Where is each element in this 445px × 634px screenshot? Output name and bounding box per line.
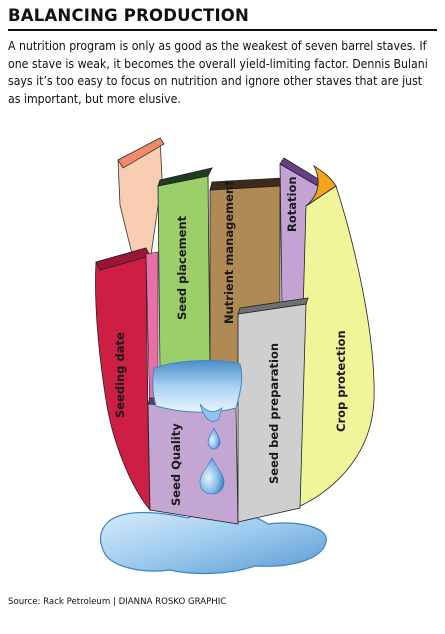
stave-seed-bed-preparation-rim bbox=[237, 297, 309, 315]
water-drop-icon bbox=[199, 457, 225, 495]
label-seed-bed-preparation: Seed bed preparation bbox=[267, 343, 281, 484]
stave-crop-protection-body bbox=[295, 185, 375, 509]
label-seeding-date: Seeding date bbox=[113, 332, 127, 418]
stave-seed-quality-body bbox=[147, 403, 239, 525]
title-rule bbox=[8, 29, 437, 31]
source-credit: Source: Rack Petroleum | DIANNA ROSKO GR… bbox=[8, 597, 227, 607]
stave-crop-protection-rim bbox=[305, 164, 337, 207]
intro-line: as important, but more elusive. bbox=[8, 91, 181, 106]
label-seed-placement: Seed placement bbox=[175, 215, 189, 320]
water-surface bbox=[152, 360, 243, 413]
label-nutrient-management: Nutrient management bbox=[222, 180, 236, 324]
intro-line: one stave is weak, it becomes the overal… bbox=[8, 56, 428, 71]
label-seed-quality: Seed Quality bbox=[169, 423, 183, 506]
stave-seed-placement-rim bbox=[157, 167, 213, 187]
intro-line: says it’s too easy to focus on nutrition… bbox=[8, 74, 423, 88]
label-crop-protection: Crop protection bbox=[334, 330, 348, 432]
water-spill-stream bbox=[199, 403, 223, 422]
intro-line: A nutrition program is only as good as t… bbox=[8, 39, 427, 53]
intro-paragraph: A nutrition program is only as good as t… bbox=[8, 38, 438, 108]
water-drop-icon bbox=[207, 427, 221, 450]
back-peach-stave-rim bbox=[117, 137, 165, 169]
graphic-title: BALANCING PRODUCTION bbox=[8, 6, 250, 25]
label-rotation: Rotation bbox=[285, 176, 299, 232]
stave-seeding-date-body bbox=[95, 247, 151, 512]
